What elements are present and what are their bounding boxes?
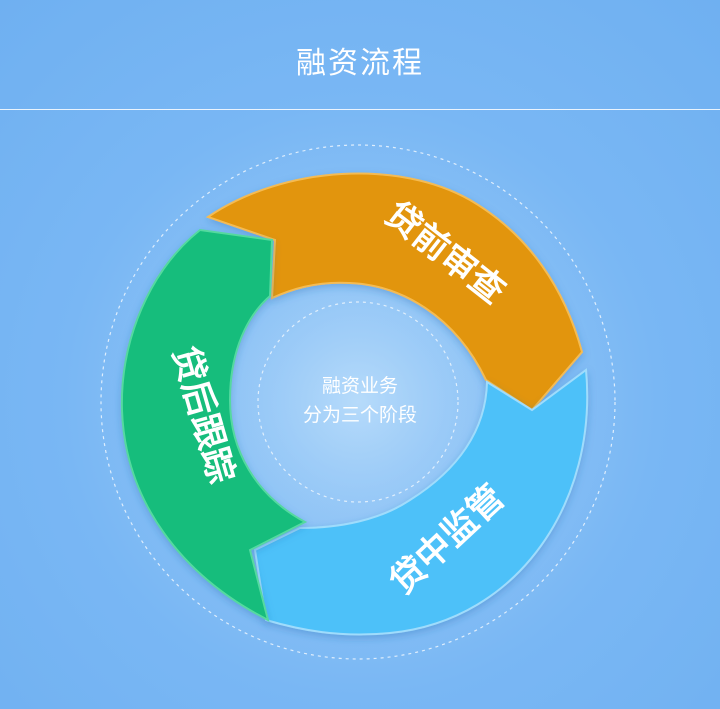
stage-segment-post-loan bbox=[120, 228, 308, 622]
stage-segment-mid-loan bbox=[253, 368, 589, 636]
header-divider bbox=[0, 109, 720, 110]
stage-segment-pre-loan bbox=[205, 172, 584, 412]
outer-dashed-ring bbox=[100, 144, 616, 660]
center-text-line-1: 融资业务 bbox=[322, 375, 398, 397]
center-glow bbox=[208, 252, 508, 552]
inner-dashed-ring bbox=[257, 301, 459, 503]
header: 融资流程 bbox=[0, 0, 720, 110]
page-title: 融资流程 bbox=[296, 46, 424, 81]
center-text-line-2: 分为三个阶段 bbox=[303, 404, 417, 426]
